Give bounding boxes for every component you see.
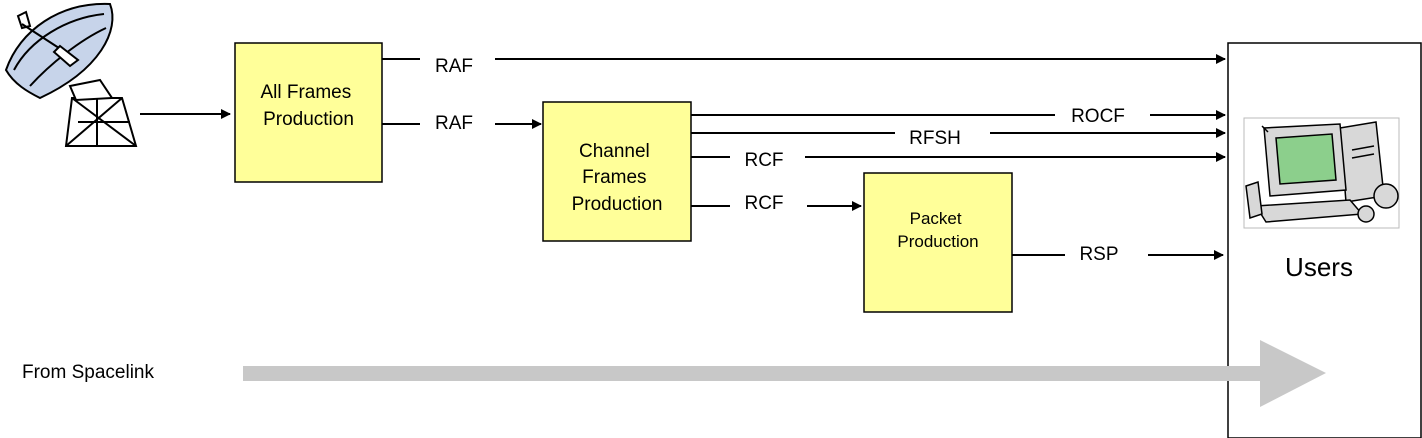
spacelink-direction-arrow xyxy=(243,340,1326,407)
channel-frames-label-line3: Production xyxy=(572,194,663,215)
fsh-flow-to-users: RFSH xyxy=(691,128,1226,149)
rcf-flow-to-users: RCF xyxy=(691,150,1226,171)
all-frames-production-box: All Frames Production xyxy=(234,42,383,183)
rcf-flow-to-packet-production: RCF xyxy=(691,193,862,214)
packet-label-line1: Packet xyxy=(910,209,962,228)
all-frames-label-line2: Production xyxy=(263,109,354,130)
rsp-flow-to-users: RSP xyxy=(1012,244,1224,265)
ocf-flow-to-users: ROCF xyxy=(691,106,1226,127)
svg-text:Channel Frames Pro: Channel Frames Production xyxy=(572,141,663,215)
computer-icon xyxy=(1243,117,1400,229)
fsh-label: RFSH xyxy=(909,128,961,149)
channel-frames-production-box: Channel Frames Production xyxy=(542,101,692,242)
rcf-users-label: RCF xyxy=(744,150,783,171)
raf-top-label: RAF xyxy=(435,56,473,77)
satellite-dish-icon xyxy=(4,2,138,147)
channel-frames-label-line2: Frames xyxy=(582,167,646,188)
raf-mid-label: RAF xyxy=(435,113,473,134)
packet-production-box: Packet Production xyxy=(863,172,1013,313)
rsp-label: RSP xyxy=(1079,244,1118,265)
raf-flow-to-users: RAF xyxy=(382,54,1226,77)
raf-flow-to-channel-frames: RAF xyxy=(382,113,542,134)
svg-text:Packet Production: Packet Production xyxy=(897,209,978,251)
svg-text:All Frames Production: All Frames Production xyxy=(260,82,356,130)
all-frames-label-line1: All Frames xyxy=(260,82,351,103)
channel-frames-label-line1: Channel xyxy=(579,141,650,162)
rcf-packet-label: RCF xyxy=(744,193,783,214)
ocf-label: ROCF xyxy=(1071,106,1125,127)
packet-label-line2: Production xyxy=(897,232,978,251)
from-spacelink-label: From Spacelink xyxy=(22,362,154,383)
users-label: Users xyxy=(1285,252,1353,282)
